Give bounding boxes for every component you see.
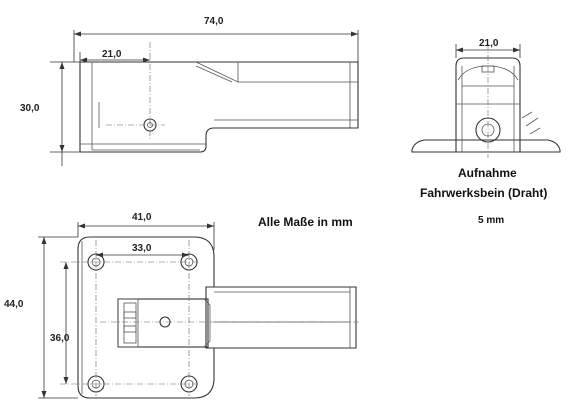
caption-size: 5 mm [478,215,504,226]
top-view-arm [214,286,357,349]
side-view-body [79,61,359,153]
dim-width-label: 21,0 [479,38,499,49]
drawing-title: Alle Maße in mm [258,215,353,229]
top-view-plate [77,236,215,399]
side-view: 74,0 21,0 30,0 [20,16,359,166]
dim-plate-width-label: 41,0 [132,212,152,223]
dim-height-label: 30,0 [20,103,40,114]
dim-length-label: 74,0 [204,16,224,27]
front-view-flange [411,139,561,153]
dim-plate-height-label: 44,0 [4,299,24,310]
dim-hole-spacing-x-label: 33,0 [132,243,152,254]
caption-line1: Aufnahme [458,166,517,180]
top-view: 41,0 33,0 44,0 36,0 [4,212,360,399]
dim-hole-offset-label: 21,0 [102,49,122,60]
top-view-center-block [117,298,209,348]
front-view: 21,0 Aufnahme Fahrwerksbein (Draht) 5 mm [411,38,561,226]
caption-line2: Fahrwerksbein (Draht) [420,186,547,200]
dim-hole-spacing-y-label: 36,0 [50,333,70,344]
